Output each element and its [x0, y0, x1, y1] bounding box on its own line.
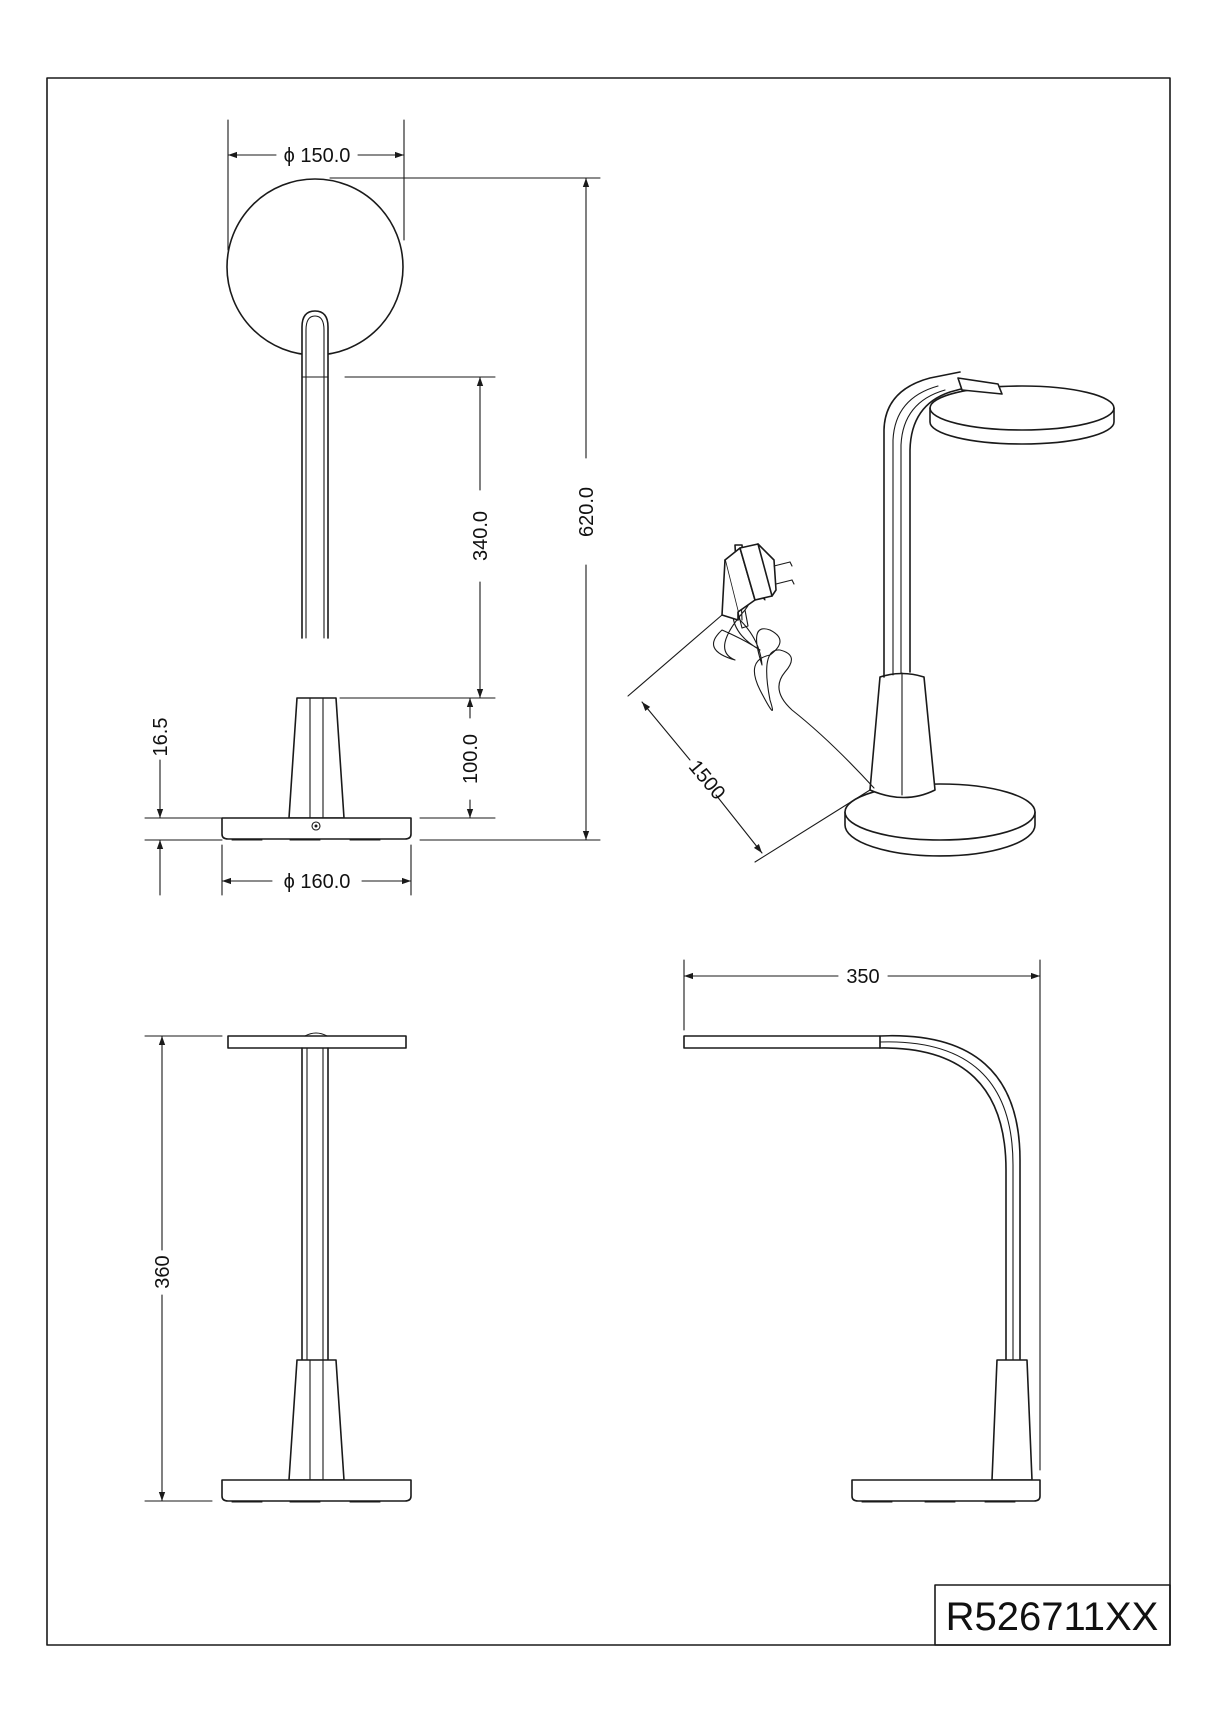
power-adapter-icon — [721, 543, 795, 629]
lamp-base-side — [851, 1479, 1041, 1502]
dim-foot-height: 16.5 — [150, 718, 172, 757]
front-view: ϕ 150.0 620.0 340.0 100.0 16.5 ϕ 160.0 — [144, 119, 601, 896]
lamp-arm-front — [301, 310, 329, 639]
dim-base-height: 100.0 — [460, 734, 482, 784]
dim-base-diameter: ϕ 160.0 — [284, 871, 351, 893]
lamp-column-side — [991, 1359, 1033, 1481]
dim-total-height: 620.0 — [576, 487, 598, 537]
dim-folded-height: 360 — [152, 1255, 174, 1288]
lamp-head-side — [683, 1035, 881, 1049]
lamp-column-folded-front — [288, 1359, 345, 1481]
lamp-arm-perspective — [883, 371, 973, 678]
perspective-view: 1500 — [627, 371, 1115, 863]
lamp-arm-side — [879, 1034, 1021, 1361]
lamp-column-front — [288, 697, 345, 819]
lamp-base-folded-front — [221, 1479, 412, 1502]
side-view: 350 — [683, 959, 1041, 1503]
folded-front-view: 360 — [144, 1032, 412, 1503]
dim-head-diameter: ϕ 150.0 — [284, 145, 351, 167]
dim-cable-length: 1500 — [684, 756, 729, 804]
dim-arm-length: 340.0 — [470, 511, 492, 561]
drawing-frame — [46, 77, 1171, 1646]
lamp-arm-folded-front — [301, 1047, 329, 1361]
product-code: R526711XX — [946, 1595, 1159, 1639]
power-button-icon — [311, 821, 321, 831]
lamp-head-folded-front — [227, 1035, 407, 1049]
lamp-base-front — [221, 817, 412, 840]
product-code-box — [934, 1584, 1171, 1646]
lamp-head-perspective — [929, 385, 1115, 431]
dim-reach: 350 — [846, 966, 879, 988]
